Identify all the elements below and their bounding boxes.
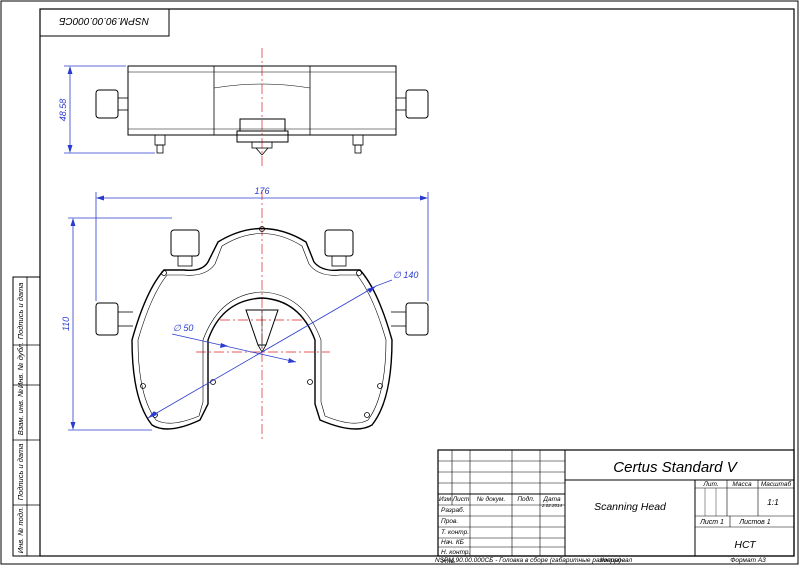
title-block: Изм Лист № докум. Подп. Дата Разраб. Про… bbox=[437, 449, 795, 565]
org-name: НСТ bbox=[734, 539, 757, 551]
scale-header: Масштаб bbox=[761, 480, 792, 488]
dia-140-label: ∅ 140 bbox=[393, 270, 418, 280]
col-izm: Изм bbox=[439, 496, 452, 503]
row-nkontr: Н. контр. bbox=[441, 549, 471, 556]
mass-header: Масса bbox=[732, 481, 752, 488]
top-height-dim: 48.58 bbox=[58, 99, 68, 122]
part-name: Scanning Head bbox=[594, 501, 667, 513]
corner-code-box bbox=[39, 8, 170, 37]
dev-date: 2.02.2014 bbox=[541, 503, 563, 508]
row-utv: Утв. bbox=[440, 558, 456, 565]
sheet-number: Лист 1 bbox=[699, 519, 724, 526]
strip-label-1: Подпись и дата bbox=[16, 283, 25, 340]
row-prov: Пров. bbox=[441, 518, 458, 525]
top-view: 48.58 bbox=[58, 48, 429, 168]
front-width-dim: 176 bbox=[254, 186, 269, 196]
front-height-dim: 110 bbox=[61, 317, 71, 331]
strip-label-5: Инв. № подл. bbox=[16, 507, 25, 554]
product-name: Certus Standard V bbox=[613, 459, 738, 476]
side-strip: Подпись и дата Инв. № дубл. Взам. инв. №… bbox=[12, 276, 41, 557]
footer-copied: Копировал bbox=[600, 557, 633, 564]
col-sign: Подп. bbox=[517, 495, 534, 503]
strip-label-2: Инв. № дубл. bbox=[16, 342, 25, 388]
corner-code-text: NSPM.90.00.000СБ bbox=[59, 15, 149, 26]
footer-format: Формат А3 bbox=[730, 557, 766, 564]
scale-value: 1:1 bbox=[767, 497, 779, 507]
row-razrab: Разраб. bbox=[441, 506, 465, 514]
strip-label-3: Взам. инв. № bbox=[16, 389, 25, 435]
footer-doc-title: NSPM.90.00.000СБ - Головка в сборе (габа… bbox=[435, 556, 621, 564]
front-view: 176 110 ∅ 140 ∅ 50 bbox=[61, 186, 429, 440]
dia-50-label: ∅ 50 bbox=[173, 323, 193, 333]
sheets-total: Листов 1 bbox=[738, 519, 770, 526]
col-date: Дата bbox=[542, 496, 561, 503]
col-list: Лист bbox=[452, 496, 470, 503]
lit-header: Лит. bbox=[702, 481, 718, 488]
strip-label-4: Подпись и дата bbox=[16, 444, 25, 501]
col-doc: № докум. bbox=[477, 495, 506, 503]
row-tkontr: Т. контр. bbox=[441, 529, 469, 536]
row-nachkb: Нач. КБ bbox=[441, 539, 464, 546]
